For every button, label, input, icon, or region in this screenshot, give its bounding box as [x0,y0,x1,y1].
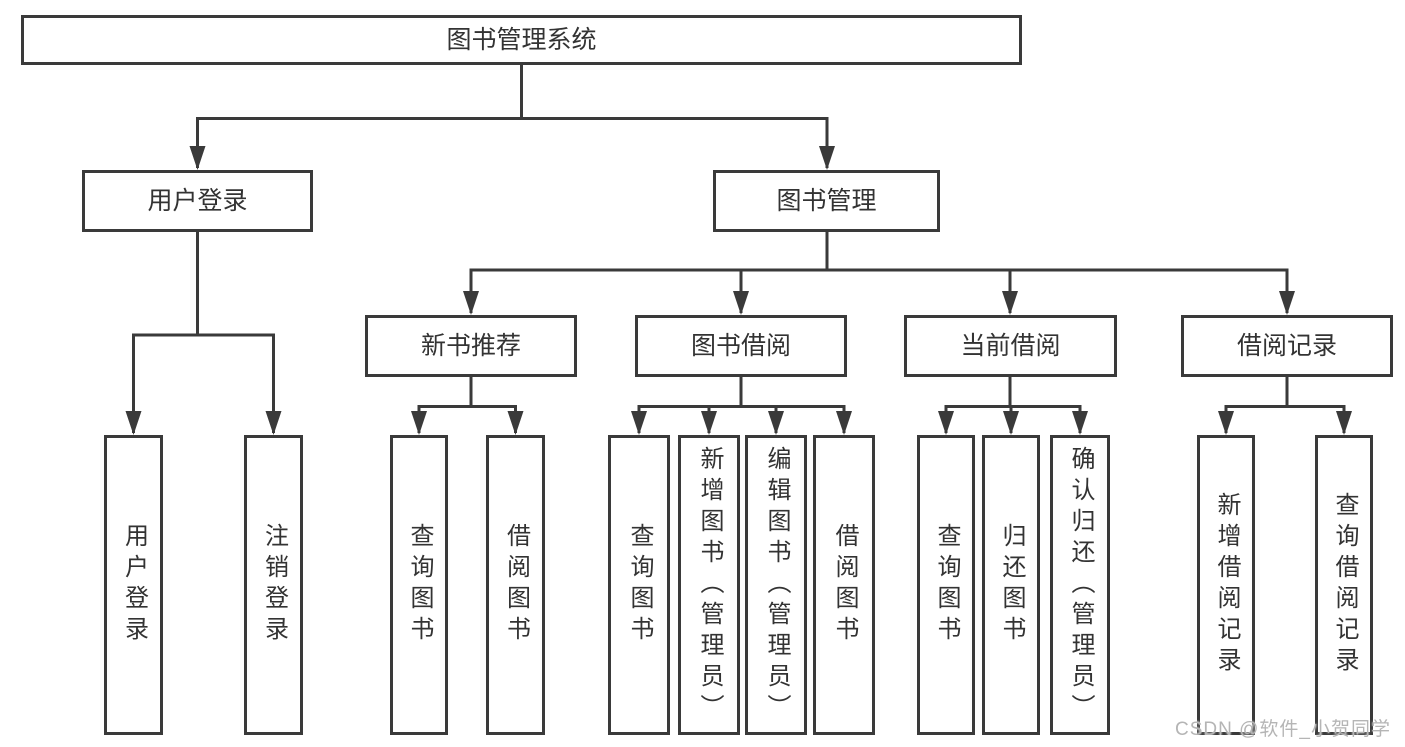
node-label: 查询图书 [933,523,960,647]
csdn-watermark: CSDN @软件_小贺同学 [1175,719,1391,740]
node-label: 查询借阅记录 [1331,492,1358,678]
node-label: 图书管理 [776,186,877,215]
node-book-management: 图书管理 [713,170,940,232]
node-label: 查询图书 [406,523,433,647]
node-label: 注销登录 [260,523,288,647]
node-label: 借阅图书 [831,523,858,647]
leaf-logout: 注销登录 [244,435,303,735]
node-label: 新书推荐 [420,331,521,360]
leaf-add-books-admin: 新增图书（管理员） [678,435,740,735]
node-label: 当前借阅 [960,331,1061,360]
leaf-borrowing-borrow-books: 借阅图书 [813,435,875,735]
node-borrowing-records: 借阅记录 [1181,315,1393,377]
node-label: 新增图书（管理员） [696,445,723,725]
node-label: 图书管理系统 [446,25,597,54]
node-book-borrowing: 图书借阅 [635,315,847,377]
node-library-management-system: 图书管理系统 [21,15,1022,65]
node-label: 编辑图书（管理员） [763,445,790,725]
node-label: 借阅记录 [1236,331,1337,360]
leaf-confirm-return-admin: 确认归还（管理员） [1050,435,1110,735]
leaf-current-query-books: 查询图书 [917,435,975,735]
node-current-borrowing: 当前借阅 [904,315,1117,377]
leaf-user-login: 用户登录 [104,435,163,735]
node-user-login: 用户登录 [82,170,313,232]
node-label: 图书借阅 [690,331,791,360]
leaf-edit-books-admin: 编辑图书（管理员） [745,435,807,735]
leaf-borrowing-query-books: 查询图书 [608,435,670,735]
leaf-recommend-borrow-books: 借阅图书 [486,435,545,735]
leaf-recommend-query-books: 查询图书 [390,435,448,735]
leaf-query-borrow-record: 查询借阅记录 [1315,435,1373,735]
node-label: 借阅图书 [502,523,530,647]
node-label: 用户登录 [120,523,148,647]
node-label: 用户登录 [147,186,248,215]
node-label: 查询图书 [626,523,653,647]
node-label: 确认归还（管理员） [1067,445,1094,725]
leaf-add-borrow-record: 新增借阅记录 [1197,435,1255,735]
leaf-return-books: 归还图书 [982,435,1040,735]
node-label: 归还图书 [998,523,1025,647]
node-new-book-recommendation: 新书推荐 [365,315,577,377]
node-label: 新增借阅记录 [1213,492,1240,678]
